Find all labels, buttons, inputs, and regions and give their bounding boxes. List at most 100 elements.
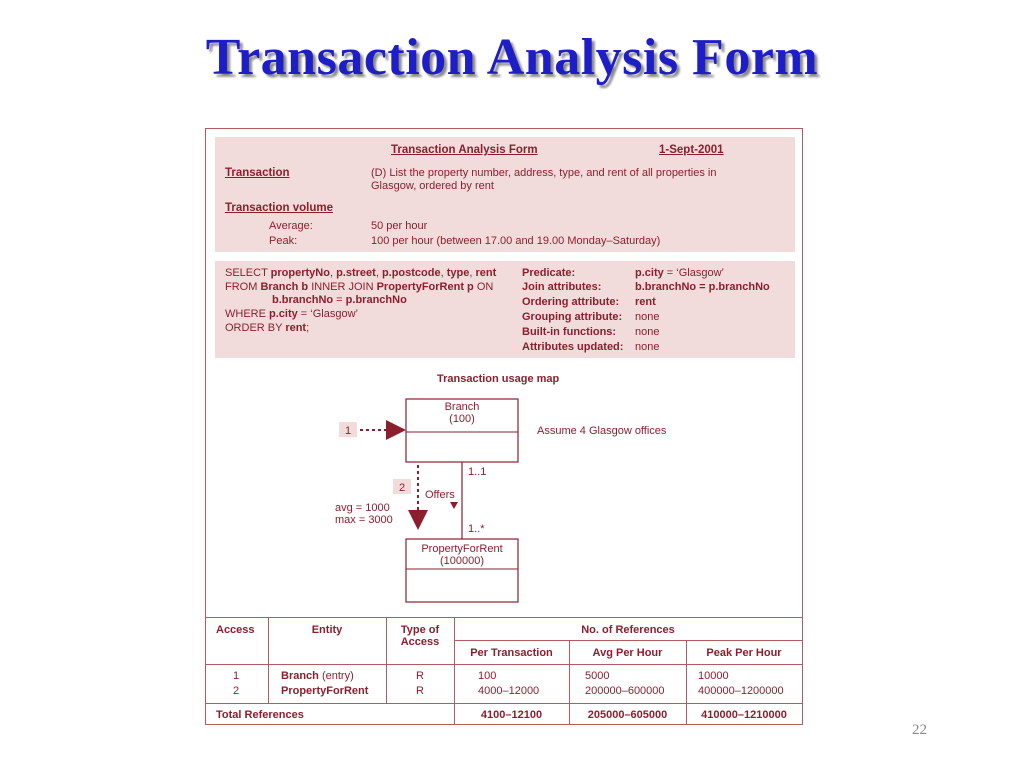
sql-literal: = ‘Glasgow’: [297, 308, 358, 320]
cell-entity: Branch (entry): [281, 669, 354, 683]
predicate-value-bold: b.branchNo = p.branchNo: [635, 281, 770, 293]
relationship-label: Offers: [425, 489, 455, 501]
col-divider-type: [386, 617, 387, 703]
sql-column: type: [446, 267, 470, 279]
property-entity-name: PropertyForRent: [421, 543, 503, 555]
sql-column: p.city: [269, 308, 298, 320]
transaction-volume-label: Transaction volume: [225, 202, 334, 214]
col-divider-refs: [454, 617, 455, 725]
header-type-line-2: Access: [400, 636, 440, 648]
usage-map-diagram: [339, 398, 519, 603]
table-total-line: [206, 703, 802, 704]
transaction-description-line-2: Glasgow, ordered by rent: [371, 180, 494, 192]
branch-entity-name: Branch: [444, 401, 480, 413]
predicate-value-rest: none: [635, 341, 660, 353]
multiplicity-bottom: 1..*: [468, 523, 485, 535]
sql-line-join-condition: b.branchNo = p.branchNo: [272, 293, 407, 307]
multiplicity-top: 1..1: [468, 466, 487, 478]
sql-keyword: ORDER BY: [225, 322, 286, 334]
sql-table: Branch b: [260, 281, 309, 293]
property-entity-box: [405, 538, 519, 603]
total-avg-per-hour: 205000–605000: [587, 709, 668, 721]
form-header-title: Transaction Analysis Form: [391, 144, 538, 156]
cell-access: 1: [232, 670, 240, 682]
total-references-label: Total References: [216, 709, 304, 721]
sql-column: p.street: [336, 267, 376, 279]
total-per-transaction: 4100–12100: [480, 709, 543, 721]
predicate-value: none: [635, 310, 659, 324]
transaction-description-line-1: (D) List the property number, address, t…: [371, 167, 717, 179]
header-avg-per-hour: Avg Per Hour: [592, 647, 663, 659]
property-entity-count: (100000): [439, 555, 485, 567]
sql-line-from: FROM Branch b INNER JOIN PropertyForRent…: [225, 280, 493, 294]
predicate-label: Attributes updated:: [522, 341, 624, 353]
total-peak-per-hour: 410000–1210000: [701, 709, 787, 721]
sql-separator: =: [333, 294, 346, 306]
sql-panel: SELECT propertyNo, p.street, p.postcode,…: [215, 261, 795, 358]
cell-entity-name: Branch: [281, 670, 319, 682]
predicate-value: none: [635, 325, 659, 339]
sql-line-where: WHERE p.city = ‘Glasgow’: [225, 307, 358, 321]
sql-keyword: ON: [473, 281, 494, 293]
step-2-label: 2: [399, 482, 406, 494]
predicate-value: rent: [635, 295, 656, 309]
transaction-label: Transaction: [225, 167, 290, 179]
cell-per-transaction: 100: [478, 670, 497, 682]
sql-separator: ,: [375, 267, 382, 279]
peak-value: 100 per hour (between 17.00 and 19.00 Mo…: [371, 235, 661, 247]
cell-avg-per-hour: 5000: [585, 670, 610, 682]
offers-direction-icon: [450, 502, 458, 509]
header-panel: Transaction Analysis Form 1-Sept-2001 Tr…: [215, 137, 795, 252]
header-entity: Entity: [311, 624, 343, 636]
sql-separator: ,: [469, 267, 476, 279]
cell-peak-per-hour: 400000–1200000: [698, 685, 784, 697]
sql-keyword: FROM: [225, 281, 261, 293]
cell-per-transaction: 4000–12000: [478, 685, 540, 697]
cell-avg-per-hour: 200000–600000: [585, 685, 665, 697]
col-divider-entity: [268, 617, 269, 703]
predicate-value-bold: p.city: [635, 267, 664, 279]
table-subheader-line: [454, 640, 802, 641]
table-top-border: [206, 617, 802, 618]
cell-peak-per-hour: 10000: [698, 670, 729, 682]
sql-separator: ;: [306, 322, 310, 334]
sql-separator: ,: [440, 267, 447, 279]
header-per-transaction: Per Transaction: [470, 647, 553, 659]
predicate-value-rest: none: [635, 311, 660, 323]
sql-keyword: INNER JOIN: [308, 281, 377, 293]
step-1-label: 1: [345, 425, 352, 437]
predicate-label: Join attributes:: [522, 281, 602, 293]
predicate-value: b.branchNo = p.branchNo: [635, 280, 770, 294]
cell-entity: PropertyForRent: [281, 684, 368, 698]
peak-label: Peak:: [269, 235, 298, 247]
predicate-value-rest: = ‘Glasgow’: [663, 267, 724, 279]
sql-column: p.branchNo: [345, 294, 407, 306]
predicate-label: Predicate:: [522, 267, 576, 279]
sql-column: b.branchNo: [272, 294, 334, 306]
average-value: 50 per hour: [371, 220, 428, 232]
predicate-label: Grouping attribute:: [522, 311, 623, 323]
sql-column: rent: [475, 267, 497, 279]
predicate-label: Ordering attribute:: [522, 296, 620, 308]
header-access: Access: [216, 624, 255, 636]
sql-column: p.postcode: [381, 267, 441, 279]
header-type-line-1: Type of: [400, 624, 440, 636]
predicate-value-bold: rent: [635, 296, 656, 308]
cell-entity-name: PropertyForRent: [281, 685, 369, 697]
sql-line-select: SELECT propertyNo, p.street, p.postcode,…: [225, 266, 496, 280]
step-2-badge: [393, 479, 411, 494]
sql-keyword: SELECT: [225, 267, 271, 279]
max-occurrence: max = 3000: [335, 514, 393, 526]
predicate-value: p.city = ‘Glasgow’: [635, 266, 724, 280]
page-number: 22: [912, 722, 927, 738]
assumption-note: Assume 4 Glasgow offices: [537, 425, 667, 437]
branch-entity-count: (100): [449, 413, 475, 425]
table-header-bottom: [206, 664, 802, 665]
sql-column: propertyNo: [270, 267, 330, 279]
col-divider-avg: [569, 640, 570, 725]
slide-title: Transaction Analysis Form: [205, 29, 819, 86]
avg-occurrence: avg = 1000: [335, 502, 390, 514]
header-peak-per-hour: Peak Per Hour: [706, 647, 782, 659]
predicate-value-rest: none: [635, 326, 660, 338]
sql-line-order-by: ORDER BY rent;: [225, 321, 309, 335]
